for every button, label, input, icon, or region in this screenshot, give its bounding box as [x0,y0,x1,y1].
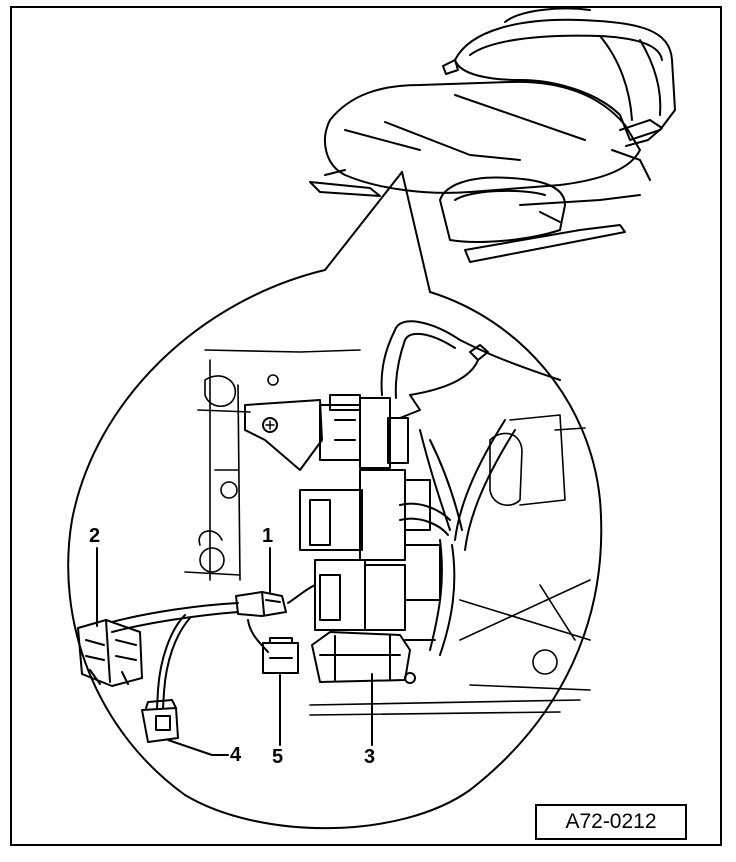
multi-pin-connector [77,619,143,687]
detail-magnifier [67,171,603,830]
wiring-harness [380,320,561,656]
callout-leaders [96,547,373,756]
switch-connector [141,699,179,743]
callout-number-1: 1 [262,525,274,547]
loose-harness [111,584,316,709]
figure-reference-code: A72-0212 [535,804,687,840]
control-module-stack [244,394,441,684]
callout-number-5: 5 [272,746,284,768]
vehicle-seat [309,7,676,263]
figure-frame [10,6,722,846]
callout-number-2: 2 [89,525,101,547]
callout-number-3: 3 [364,746,376,768]
seat-frame-detail [184,349,591,716]
callout-number-4: 4 [230,744,242,766]
connector-5 [262,637,299,674]
connector-1 [235,591,287,617]
